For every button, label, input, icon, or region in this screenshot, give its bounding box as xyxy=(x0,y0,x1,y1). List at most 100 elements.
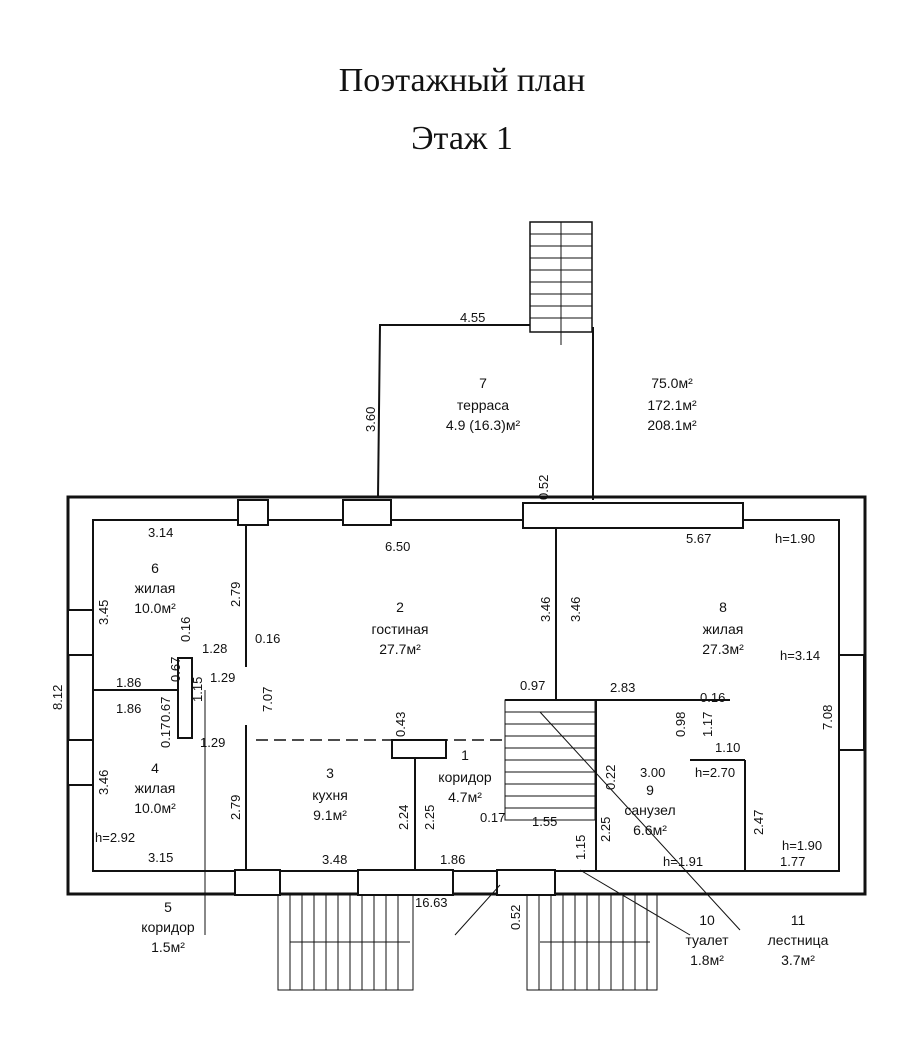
dimension: 0.22 xyxy=(603,765,618,790)
dimension: 3.00 xyxy=(640,765,665,780)
room-num: 1 xyxy=(461,747,469,763)
dimension: 16.63 xyxy=(415,895,448,910)
dimension: 2.79 xyxy=(228,582,243,607)
dimension: h=2.70 xyxy=(695,765,735,780)
plan-mark xyxy=(579,869,691,936)
dimension: 0.43 xyxy=(393,712,408,737)
dimension: 3.46 xyxy=(96,770,111,795)
room-area: 6.6м² xyxy=(633,822,667,838)
dimension: 7.08 xyxy=(820,705,835,730)
dimension: 1.10 xyxy=(715,740,740,755)
room-area: 3.7м² xyxy=(781,952,815,968)
room-num: 9 xyxy=(646,782,654,798)
dimension: 3.46 xyxy=(568,597,583,622)
window xyxy=(357,869,454,896)
dimension: 0.16 xyxy=(178,617,193,642)
window xyxy=(67,609,94,656)
dimension: 5.67 xyxy=(686,531,711,546)
room-area: 9.1м² xyxy=(313,807,347,823)
room-labels: 1 коридор 4.7м² 2 гостиная 27.7м² 3 кухн… xyxy=(134,375,828,968)
room-name: кухня xyxy=(312,787,348,803)
plan-mark xyxy=(526,894,658,991)
dimension: h=1.91 xyxy=(663,854,703,869)
room-area: 1.5м² xyxy=(151,939,185,955)
plan-subtitle: Этаж 1 xyxy=(411,120,513,157)
dimension: 2.24 xyxy=(396,805,411,830)
column xyxy=(391,739,447,759)
room-name: коридор xyxy=(141,919,195,935)
room-num: 6 xyxy=(151,560,159,576)
dimension: 2.83 xyxy=(610,680,635,695)
dimension: 2.47 xyxy=(751,810,766,835)
total-area: 172.1м² xyxy=(647,397,697,413)
dimension: h=2.92 xyxy=(95,830,135,845)
room-area: 4.7м² xyxy=(448,789,482,805)
dimension: 0.16 xyxy=(700,690,725,705)
dimension: 4.55 xyxy=(460,310,485,325)
dimension: 0.52 xyxy=(536,475,551,500)
window xyxy=(838,654,865,751)
total-area: 208.1м² xyxy=(647,417,697,433)
dimension: 1.17 xyxy=(700,712,715,737)
room-num: 7 xyxy=(479,375,487,391)
dimension: 2.25 xyxy=(598,817,613,842)
window xyxy=(67,739,94,786)
dimension-labels: 4.55 3.60 0.52 3.14 6.50 5.67 h=1.90 2.7… xyxy=(50,310,835,930)
room-name: туалет xyxy=(685,932,729,948)
dimension: h=3.14 xyxy=(780,648,820,663)
dimension: 1.86 xyxy=(116,701,141,716)
dimension: 0.17 xyxy=(480,810,505,825)
room-num: 3 xyxy=(326,765,334,781)
plan-title: Поэтажный план xyxy=(338,62,586,99)
dimension: 3.15 xyxy=(148,850,173,865)
window xyxy=(496,869,556,896)
room-name: гостиная xyxy=(372,621,429,637)
dimension: h=1.90 xyxy=(775,531,815,546)
dimension: 0.97 xyxy=(520,678,545,693)
dimension: 8.12 xyxy=(50,685,65,710)
dimension: 0.67 xyxy=(158,697,173,722)
dimension: 1.77 xyxy=(780,854,805,869)
room-name: жилая xyxy=(135,580,176,596)
room-name: жилая xyxy=(703,621,744,637)
plan-mark xyxy=(454,884,501,936)
dimension: 3.60 xyxy=(363,407,378,432)
room-area: 10.0м² xyxy=(134,800,176,816)
room-num: 5 xyxy=(164,899,172,915)
dimension: 3.45 xyxy=(96,600,111,625)
room-area: 10.0м² xyxy=(134,600,176,616)
window xyxy=(522,502,744,529)
dimension: 6.50 xyxy=(385,539,410,554)
room-num: 10 xyxy=(699,912,715,928)
dimension: 3.46 xyxy=(538,597,553,622)
dimension: h=1.90 xyxy=(782,838,822,853)
dimension: 1.86 xyxy=(116,675,141,690)
dimension: 7.07 xyxy=(260,687,275,712)
dimension: 1.15 xyxy=(573,835,588,860)
room-num: 2 xyxy=(396,599,404,615)
room-num: 11 xyxy=(791,912,806,928)
stair-treads xyxy=(204,222,741,991)
plan-mark xyxy=(539,711,741,931)
dimension: 1.86 xyxy=(440,852,465,867)
window xyxy=(234,869,281,896)
window xyxy=(237,499,269,526)
room-name: лестница xyxy=(768,932,829,948)
dimension: 1.28 xyxy=(202,641,227,656)
dimension: 1.29 xyxy=(200,735,225,750)
total-area: 75.0м² xyxy=(651,375,693,391)
room-area: 27.7м² xyxy=(379,641,421,657)
room-name: жилая xyxy=(135,780,176,796)
room-area: 4.9 (16.3)м² xyxy=(446,417,521,433)
dimension: 2.79 xyxy=(228,795,243,820)
window xyxy=(342,499,392,526)
room-area: 27.3м² xyxy=(702,641,744,657)
dimension: 3.14 xyxy=(148,525,173,540)
dimension: 3.48 xyxy=(322,852,347,867)
room-area: 1.8м² xyxy=(690,952,724,968)
dimension: 2.25 xyxy=(422,805,437,830)
dimension: 1.15 xyxy=(190,677,205,702)
room-name: терраса xyxy=(457,397,509,413)
dimension: 0.67 xyxy=(168,657,183,682)
